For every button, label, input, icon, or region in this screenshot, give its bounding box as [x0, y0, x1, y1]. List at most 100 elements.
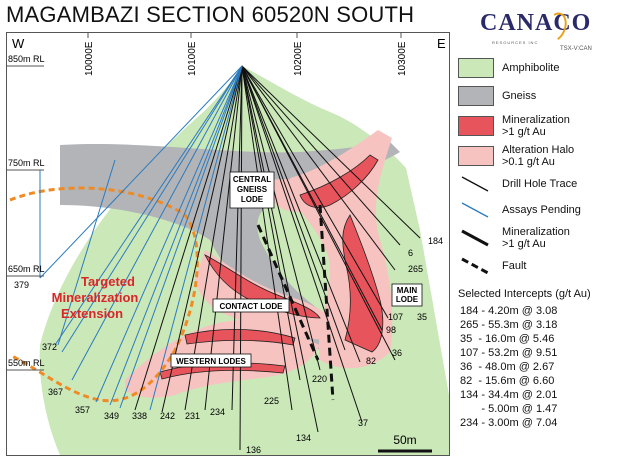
legend-line-symbol	[461, 257, 489, 275]
map-title: MAGAMBAZI SECTION 60520N SOUTH	[6, 2, 415, 27]
hole-id-label: 36	[392, 348, 402, 358]
drill-hole-trace	[241, 65, 421, 239]
assays-pending-trace	[149, 65, 243, 411]
fault-1	[256, 224, 320, 361]
drill-hole-trace	[239, 65, 243, 451]
legend-label: Mineralization>1 g/t Au	[502, 226, 570, 250]
drill-hole-traces	[134, 65, 421, 451]
intercepts-header: Selected Intercepts (g/t Au)	[458, 288, 591, 300]
assays-pending-trace	[71, 65, 243, 381]
northing-10000E: 10000E	[84, 41, 95, 76]
assays-pending-trace	[54, 65, 243, 346]
drill-hole-trace	[184, 65, 243, 411]
legend-swatch	[458, 86, 494, 106]
intercept-row: 107 - 53.2m @ 9.51	[460, 347, 558, 359]
legend-item: Mineralization>1 g/t Au	[458, 114, 570, 138]
legend-item: Fault	[458, 256, 526, 276]
rl-650: 650m RL	[8, 264, 45, 274]
hole-id-label: 134	[296, 433, 311, 443]
legend-label: Drill Hole Trace	[502, 178, 578, 190]
assays-pending-trace	[95, 65, 243, 403]
svg-text:WESTERN LODES: WESTERN LODES	[176, 357, 246, 366]
drill-hole-trace	[241, 65, 396, 361]
central-gneiss-lode-label: CENTRAL GNEISS LODE	[229, 171, 275, 209]
legend-item: Assays Pending	[458, 200, 581, 220]
hole-id-label: 82	[366, 356, 376, 366]
intercept-row: 82 - 15.6m @ 6.60	[460, 375, 555, 387]
hole-id-label: 242	[160, 411, 175, 421]
drill-hole-trace	[241, 65, 293, 411]
hole-id-label: 367	[48, 387, 63, 397]
assays-pending-traces	[39, 65, 243, 411]
legend-line-symbol	[461, 176, 489, 192]
intercept-row: 134 - 34.4m @ 2.01	[460, 389, 558, 401]
assays-pending-trace	[109, 65, 243, 406]
rl-levels: 850m RL 750m RL 650m RL 550m RL	[7, 54, 45, 371]
logo-ticker: TSX-V:CAN	[560, 46, 592, 52]
legend-label: Mineralization>1 g/t Au	[502, 114, 570, 138]
intercept-row: 234 - 3.00m @ 7.04	[460, 417, 558, 429]
intercept-row: - 5.00m @ 1.47	[460, 403, 558, 415]
hole-id-label: 349	[104, 411, 119, 421]
drill-hole-trace	[241, 65, 346, 351]
legend-label: Amphibolite	[502, 62, 560, 74]
northing-10100E: 10100E	[187, 41, 198, 76]
intercept-row: 35 - 16.0m @ 5.46	[460, 333, 555, 345]
intercept-row: 184 - 4.20m @ 3.08	[460, 305, 558, 317]
intercept-row: 36 - 48.0m @ 2.67	[460, 361, 555, 373]
hole-id-label: 6	[408, 248, 413, 258]
svg-text:Extension: Extension	[61, 306, 123, 321]
selected-intercepts: Selected Intercepts (g/t Au) 184 - 4.20m…	[458, 288, 616, 430]
hole-id-label: 379	[14, 280, 29, 290]
svg-text:LODE: LODE	[241, 195, 264, 204]
northing-10200E: 10200E	[293, 41, 304, 76]
legend-label: Assays Pending	[502, 204, 581, 216]
hole-id-label: 37	[358, 418, 368, 428]
legend-swatch	[458, 146, 494, 166]
hole-id-labels: 6184265107983536822203713422513623423124…	[14, 236, 443, 455]
hole-id-label: 35	[417, 312, 427, 322]
drill-hole-trace	[241, 65, 363, 423]
drill-hole-trace	[241, 65, 361, 363]
hole-id-label: 225	[264, 396, 279, 406]
assays-pending-trace	[39, 65, 243, 279]
svg-text:MAIN: MAIN	[397, 286, 418, 295]
hole-id-label: 231	[185, 411, 200, 421]
assays-pending-trace	[119, 65, 243, 409]
legend-swatch	[458, 58, 494, 78]
logo-tagline: RESOURCES INC	[492, 40, 539, 45]
drill-hole-trace	[241, 65, 396, 271]
section-frame	[6, 32, 450, 456]
drill-hole-trace	[241, 65, 389, 319]
hole-id-label: 265	[408, 264, 423, 274]
rl-550: 550m RL	[8, 358, 45, 368]
northing-labels: 10000E 10100E 10200E 10300E	[84, 41, 408, 76]
contact-lode-label: CONTACT LODE	[212, 298, 290, 313]
legend-swatch	[458, 116, 494, 136]
gneiss-unit	[60, 140, 400, 350]
hole-id-label: 136	[246, 445, 261, 455]
logo-brand: CANACO	[480, 10, 592, 36]
svg-text:Mineralization: Mineralization	[52, 290, 139, 305]
legend-item: Gneiss	[458, 86, 536, 106]
compass-east: E	[437, 36, 446, 51]
target-extension-outline	[9, 186, 199, 403]
drill-hole-trace	[134, 65, 243, 411]
legend-line-symbol	[461, 202, 489, 218]
legend-item: Amphibolite	[458, 58, 559, 78]
hole-id-label: 234	[210, 407, 225, 417]
legend-item: Drill Hole Trace	[458, 174, 577, 194]
rl-750: 750m RL	[8, 158, 45, 168]
drill-hole-trace	[241, 65, 301, 381]
drill-hole-trace	[241, 65, 321, 371]
drill-hole-trace	[204, 65, 243, 411]
rl-850: 850m RL	[8, 54, 45, 64]
scale-label: 50m	[393, 433, 416, 447]
hole-id-label: 338	[132, 411, 147, 421]
legend-label: Fault	[502, 260, 527, 272]
hole-id-label: 372	[42, 342, 57, 352]
western-lodes-label: WESTERN LODES	[170, 353, 252, 368]
drill-hole-trace	[231, 65, 243, 411]
northing-10300E: 10300E	[397, 41, 408, 76]
assays-pending-trace	[57, 159, 116, 346]
